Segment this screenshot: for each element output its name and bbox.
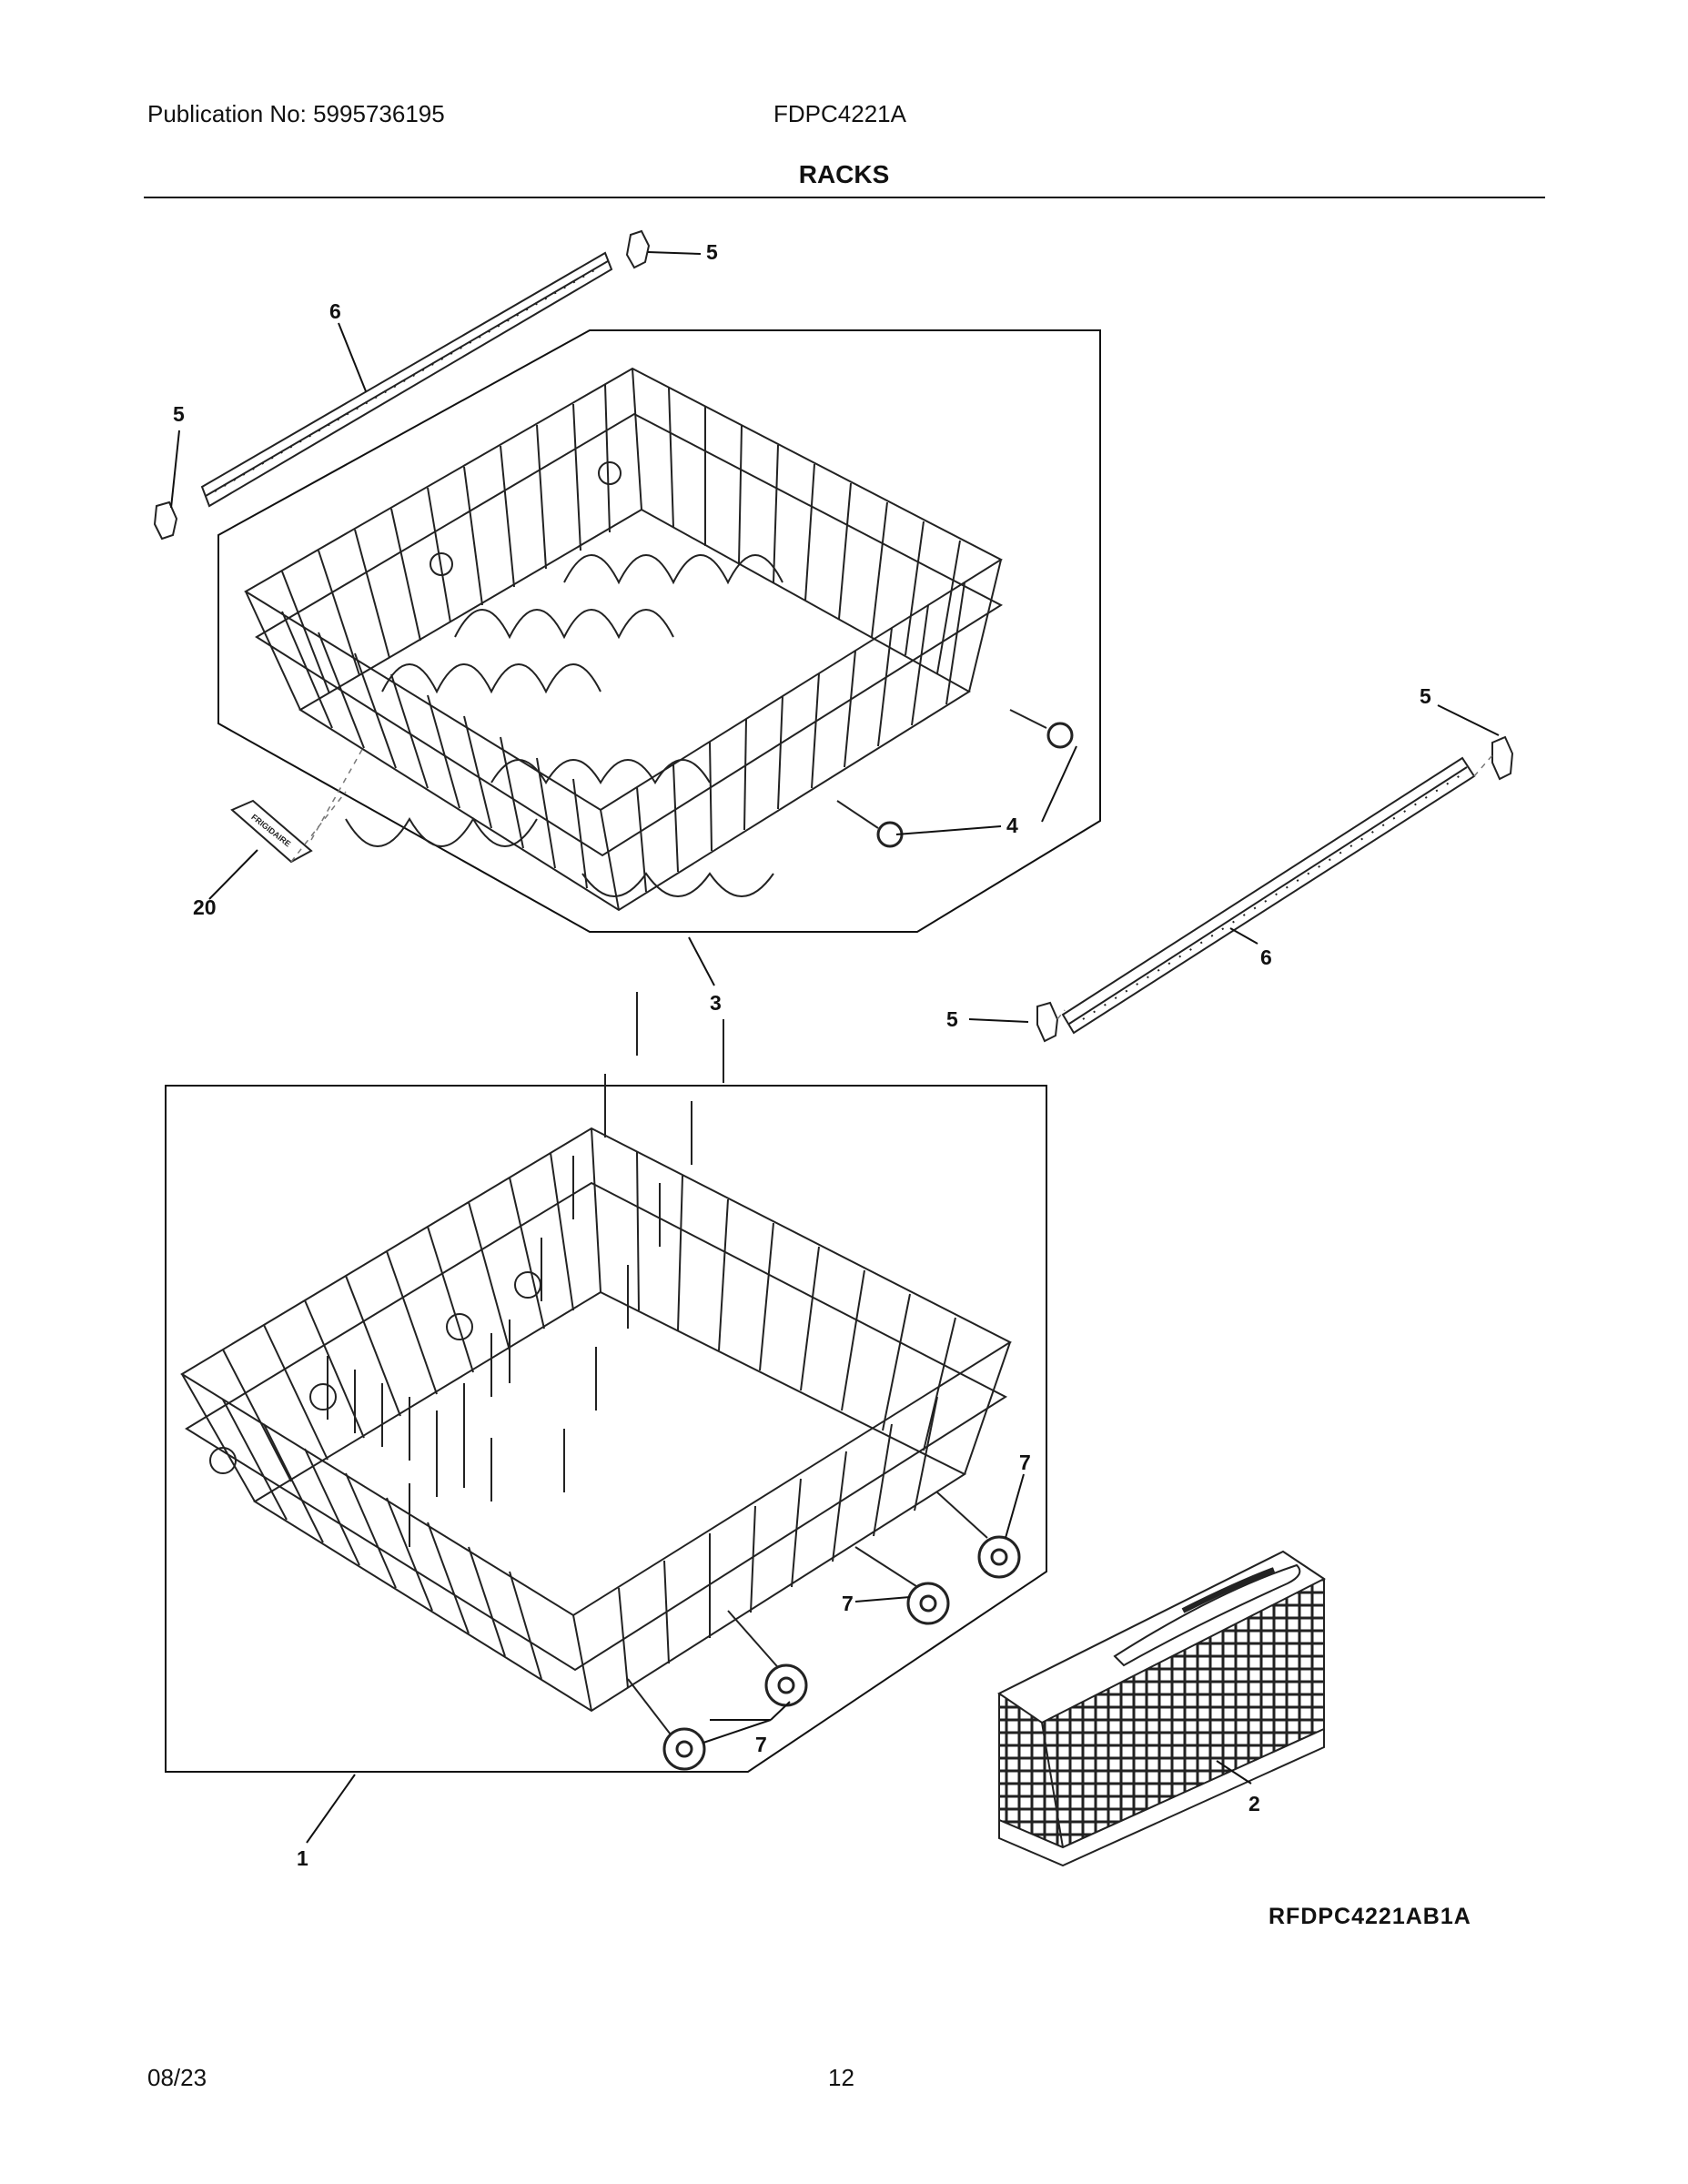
callout-7: 7 bbox=[1019, 1451, 1031, 1474]
callout-5: 5 bbox=[706, 240, 718, 264]
rack-wheel-icon bbox=[662, 1535, 1021, 1771]
upper-rack bbox=[244, 367, 1074, 912]
page-title: RACKS bbox=[798, 160, 890, 188]
callout-5: 5 bbox=[946, 1007, 958, 1031]
rack-rail-right bbox=[1061, 756, 1476, 1035]
upper-rack-frame bbox=[217, 329, 1101, 933]
brand-nameplate: FRIGIDAIRE bbox=[230, 799, 313, 864]
callout-4: 4 bbox=[1006, 814, 1018, 837]
callout-7: 7 bbox=[842, 1592, 854, 1615]
publication-number: Publication No: 5995736195 bbox=[147, 100, 445, 127]
callout-5: 5 bbox=[1420, 684, 1431, 708]
callout-1: 1 bbox=[297, 1846, 308, 1870]
callout-2: 2 bbox=[1248, 1792, 1260, 1815]
callout-3: 3 bbox=[710, 991, 722, 1015]
callout-6: 6 bbox=[1260, 945, 1272, 969]
callout-5: 5 bbox=[173, 402, 185, 426]
page-number: 12 bbox=[828, 2064, 854, 2091]
rail-end-cap-icon bbox=[153, 229, 651, 541]
rack-rail-upper-left bbox=[200, 251, 613, 508]
drawing-code: RFDPC4221AB1A bbox=[1269, 1904, 1471, 1929]
lower-rack bbox=[180, 992, 1013, 1739]
callout-20: 20 bbox=[193, 895, 217, 919]
rail-end-cap-icon bbox=[1036, 735, 1514, 1043]
model-number: FDPC4221A bbox=[773, 100, 906, 127]
cutlery-basket bbox=[997, 1550, 1326, 1867]
callout-6: 6 bbox=[329, 299, 341, 323]
header-rule bbox=[144, 197, 1545, 198]
lower-rack-frame bbox=[165, 1085, 1047, 1773]
footer-date: 08/23 bbox=[147, 2064, 207, 2091]
callout-7: 7 bbox=[755, 1733, 767, 1756]
